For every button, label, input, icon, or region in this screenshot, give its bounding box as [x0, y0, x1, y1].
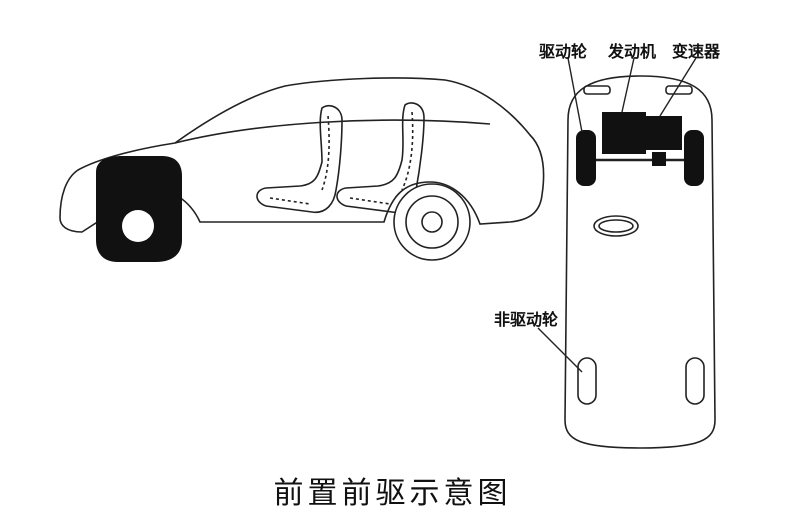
window-line: [174, 119, 491, 144]
car-body-outline: [59, 77, 545, 233]
rear-seat-stitch: [349, 111, 414, 205]
engine-block-side: [96, 156, 182, 262]
engine-block-top: [602, 112, 646, 154]
front-seat: [256, 104, 343, 214]
rear-wheel-left-top: [577, 357, 597, 405]
front-wheel-left-top: [576, 130, 596, 186]
rear-seat: [336, 102, 425, 214]
diagram-caption: 前置前驱示意图: [273, 476, 512, 511]
front-drive-wheel-hub: [122, 210, 154, 242]
rear-wheel-hub: [421, 211, 443, 233]
rear-wheel-rim: [405, 195, 459, 249]
headlight-right: [665, 85, 693, 95]
differential: [652, 152, 666, 166]
rear-wheel-right-top: [685, 357, 705, 405]
steering-wheel: [593, 215, 639, 237]
front-seat-stitch: [269, 115, 330, 205]
label-engine: 发动机: [608, 42, 657, 61]
label-drive-wheel: 驱动轮: [539, 42, 588, 61]
transmission-block-top: [640, 116, 682, 150]
headlight-left: [583, 85, 611, 95]
leader-lines: [537, 57, 697, 373]
label-transmission: 变速器: [672, 42, 721, 61]
front-wheel-right-top: [684, 130, 704, 186]
rear-wheel: [393, 183, 471, 261]
label-non-drive-wheel: 非驱动轮: [494, 310, 559, 329]
car-side-view: [59, 77, 545, 261]
drivetrain-top: [576, 112, 704, 186]
top-body-outline: [564, 75, 716, 449]
